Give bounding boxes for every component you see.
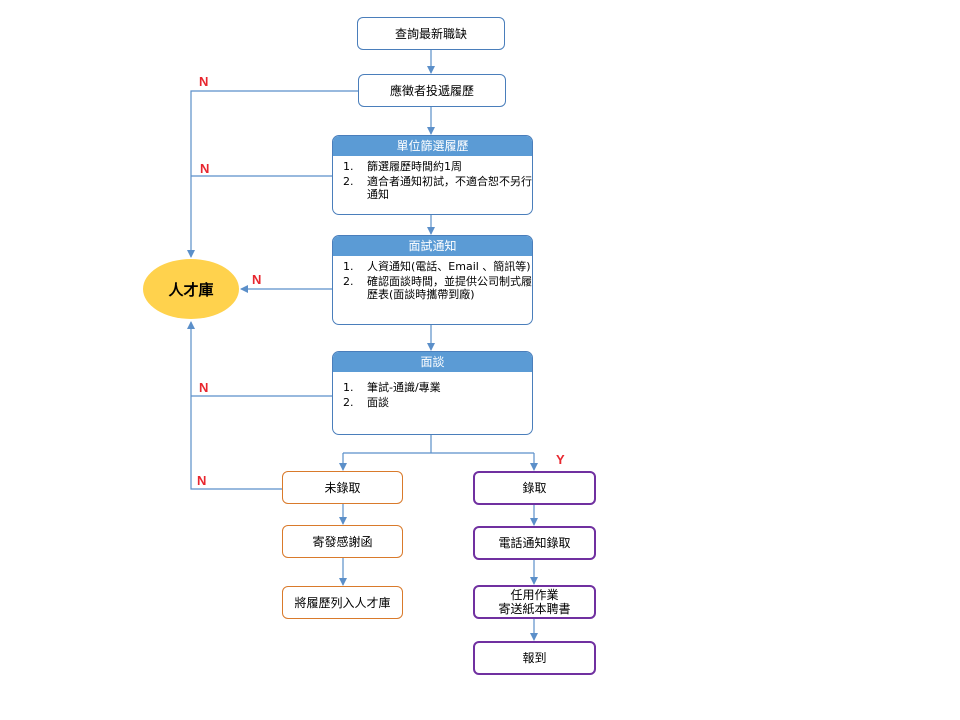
not-hired-label: 未錄取 xyxy=(324,480,361,495)
hired-box: 錄取 xyxy=(473,471,596,505)
list-text: 筆試-通識/專業 xyxy=(367,381,441,394)
decision-no-label: N xyxy=(199,74,209,89)
list-item: 2. 面談 xyxy=(343,396,532,409)
interview-notice-title: 面試通知 xyxy=(333,236,532,256)
list-number: 1. xyxy=(343,160,354,173)
interview-notice-card: 面試通知 1. 人資通知(電話、Email 、簡訊等) 2. 確認面談時間，並提… xyxy=(332,235,533,325)
phone-notify-box: 電話通知錄取 xyxy=(473,526,596,560)
query-jobs-label: 查詢最新職缺 xyxy=(394,26,467,41)
not-hired-box: 未錄取 xyxy=(282,471,403,504)
appointment-label-line1: 任用作業 xyxy=(510,588,559,602)
list-text: 面談 xyxy=(367,396,389,409)
list-item: 1. 人資通知(電話、Email 、簡訊等) xyxy=(343,260,532,273)
decision-no-label: N xyxy=(199,380,209,395)
report-box: 報到 xyxy=(473,641,596,675)
screening-card: 單位篩選履歷 1. 篩選履歷時間約1周 2. 適合者通知初試，不適合恕不另行通知 xyxy=(332,135,533,215)
list-number: 2. xyxy=(343,275,354,288)
screening-card-title: 單位篩選履歷 xyxy=(333,136,532,156)
talent-pool-node: 人才庫 xyxy=(143,259,239,319)
list-text: 人資通知(電話、Email 、簡訊等) xyxy=(367,260,531,273)
submit-resume-label: 應徵者投遞履歷 xyxy=(389,83,474,98)
decision-yes-label: Y xyxy=(556,452,565,467)
add-to-pool-box: 將履歷列入人才庫 xyxy=(282,586,403,619)
report-label: 報到 xyxy=(522,651,547,665)
decision-no-label: N xyxy=(252,272,262,287)
talent-pool-label: 人才庫 xyxy=(168,280,214,299)
appointment-label-line2: 寄送紙本聘書 xyxy=(498,602,571,616)
interview-card: 面談 1. 筆試-通識/專業 2. 面談 xyxy=(332,351,533,435)
appointment-box: 任用作業 寄送紙本聘書 xyxy=(473,585,596,619)
submit-resume-box: 應徵者投遞履歷 xyxy=(358,74,506,107)
send-thanks-box: 寄發感謝函 xyxy=(282,525,403,558)
phone-notify-label: 電話通知錄取 xyxy=(498,536,571,550)
list-text: 適合者通知初試，不適合恕不另行通知 xyxy=(367,175,532,201)
hired-label: 錄取 xyxy=(522,481,547,495)
decision-no-label: N xyxy=(197,473,207,488)
list-item: 1. 篩選履歷時間約1周 xyxy=(343,160,532,173)
interview-card-title: 面談 xyxy=(333,352,532,372)
decision-no-label: N xyxy=(200,161,210,176)
list-number: 2. xyxy=(343,175,354,188)
list-item: 1. 筆試-通識/專業 xyxy=(343,381,532,394)
list-item: 2. 確認面談時間，並提供公司制式履歷表(面談時攜帶到廠) xyxy=(343,275,532,301)
list-text: 篩選履歷時間約1周 xyxy=(367,160,462,173)
add-to-pool-label: 將履歷列入人才庫 xyxy=(294,595,391,610)
list-number: 1. xyxy=(343,381,354,394)
query-jobs-box: 查詢最新職缺 xyxy=(357,17,505,50)
list-item: 2. 適合者通知初試，不適合恕不另行通知 xyxy=(343,175,532,201)
list-number: 1. xyxy=(343,260,354,273)
list-number: 2. xyxy=(343,396,354,409)
send-thanks-label: 寄發感謝函 xyxy=(312,534,373,549)
list-text: 確認面談時間，並提供公司制式履歷表(面談時攜帶到廠) xyxy=(367,275,532,301)
